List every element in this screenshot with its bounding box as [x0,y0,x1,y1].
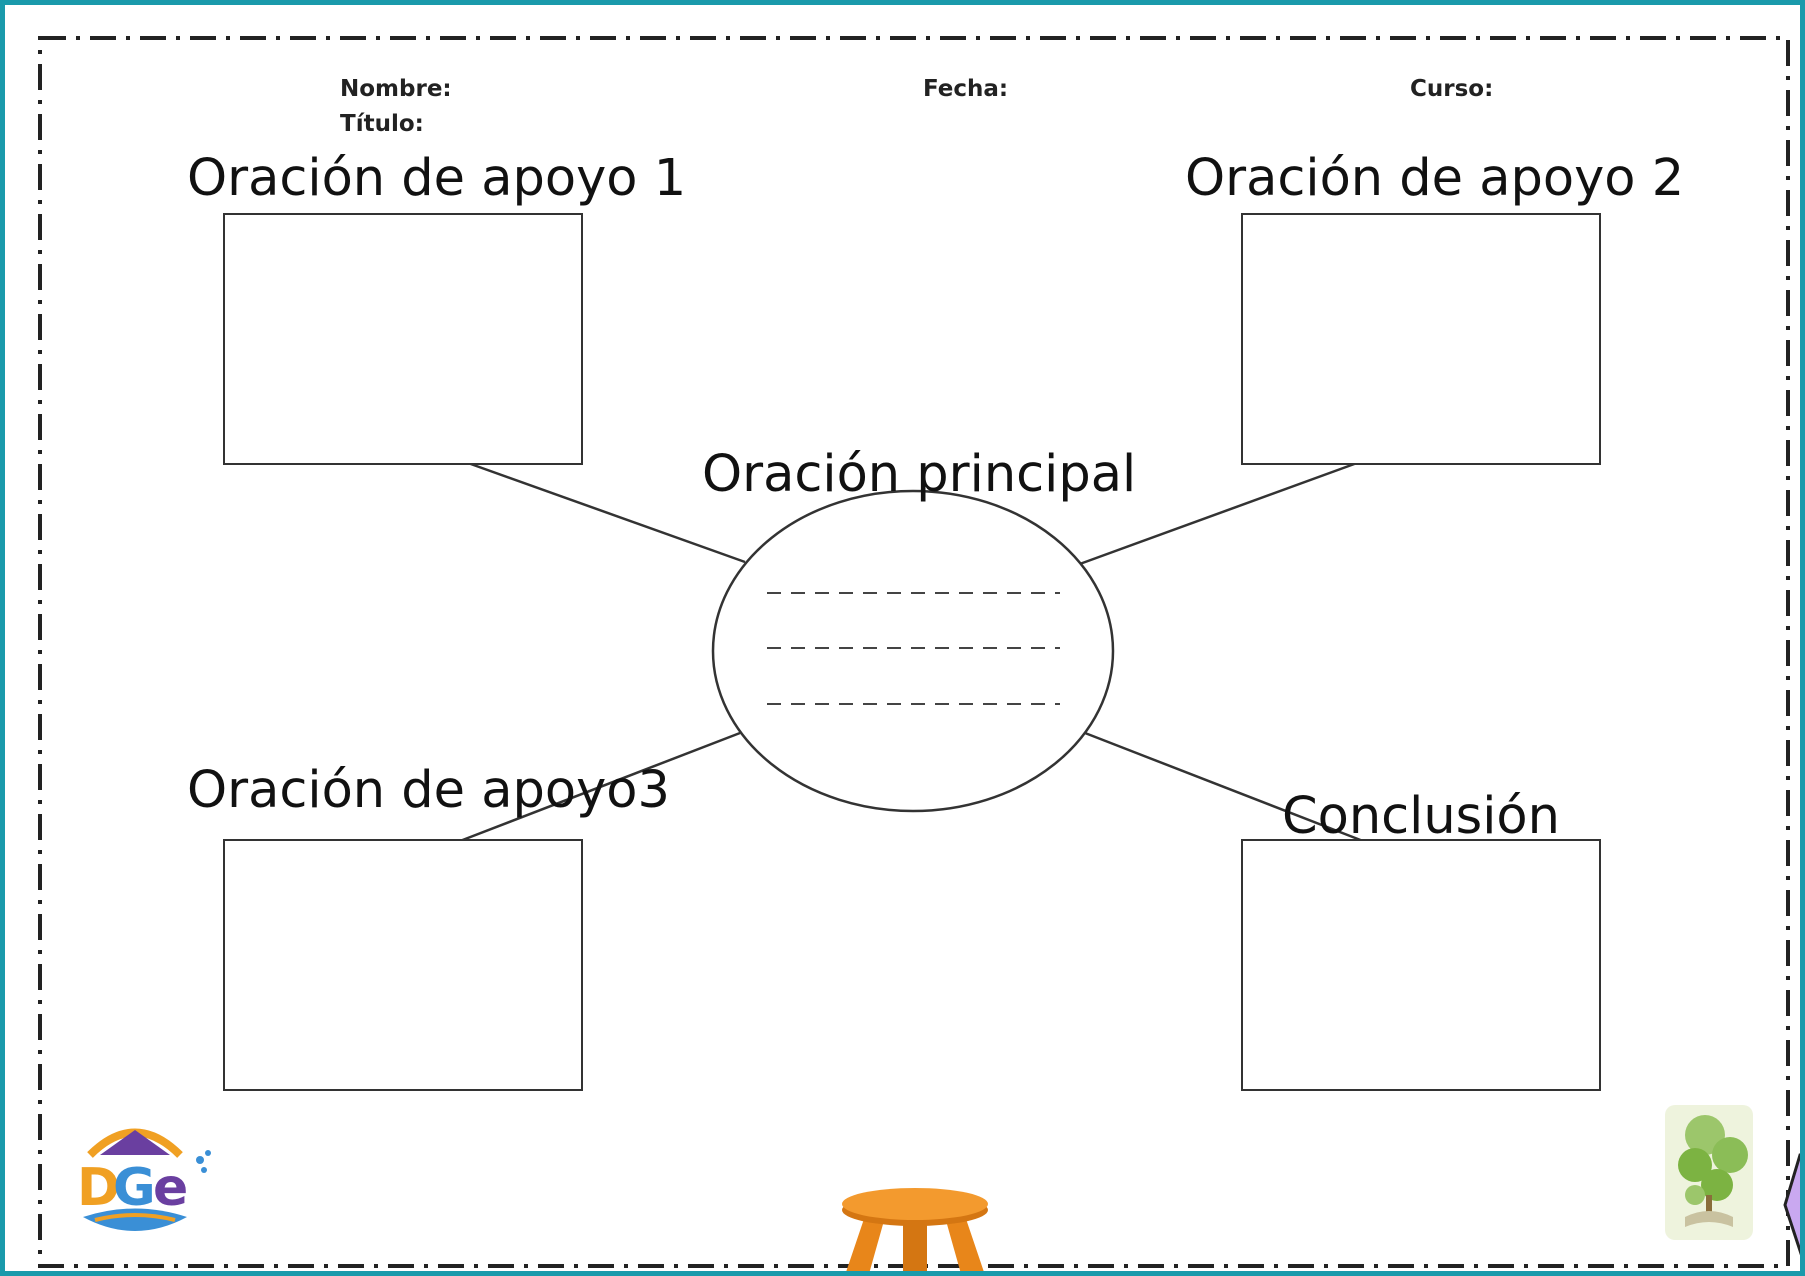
svg-text:e: e [153,1158,188,1218]
dge-logo: D G e [77,1128,211,1231]
curso-label: Curso: [1410,76,1494,102]
support-label-2: Oración de apoyo 2 [1185,149,1685,208]
stool-illustration [842,1188,988,1271]
support-box-3 [223,839,583,1091]
support-label-3: Oración de apoyo3 [187,761,670,820]
connector-line-3 [459,731,741,843]
tree-book-logo [1665,1105,1753,1240]
connector-line-2 [1076,461,1358,567]
nombre-label: Nombre: [340,76,452,102]
fecha-label: Fecha: [923,76,1009,102]
support-box-1 [223,213,583,465]
support-label-1: Oración de apoyo 1 [187,149,687,208]
main-idea-ellipse [711,489,1115,813]
titulo-label: Título: [340,111,424,137]
connector-line-1 [467,461,746,564]
svg-text:G: G [113,1158,156,1218]
connector-line-4 [1084,731,1364,843]
decorative-corner-shape [1783,1153,1800,1256]
conclusion-label: Conclusión [1282,787,1560,846]
main-idea-label: Oración principal [702,445,1137,504]
conclusion-box [1241,839,1601,1091]
svg-text:D: D [77,1158,120,1218]
support-box-2 [1241,213,1601,465]
worksheet-drawing: D G e [38,36,1800,1271]
